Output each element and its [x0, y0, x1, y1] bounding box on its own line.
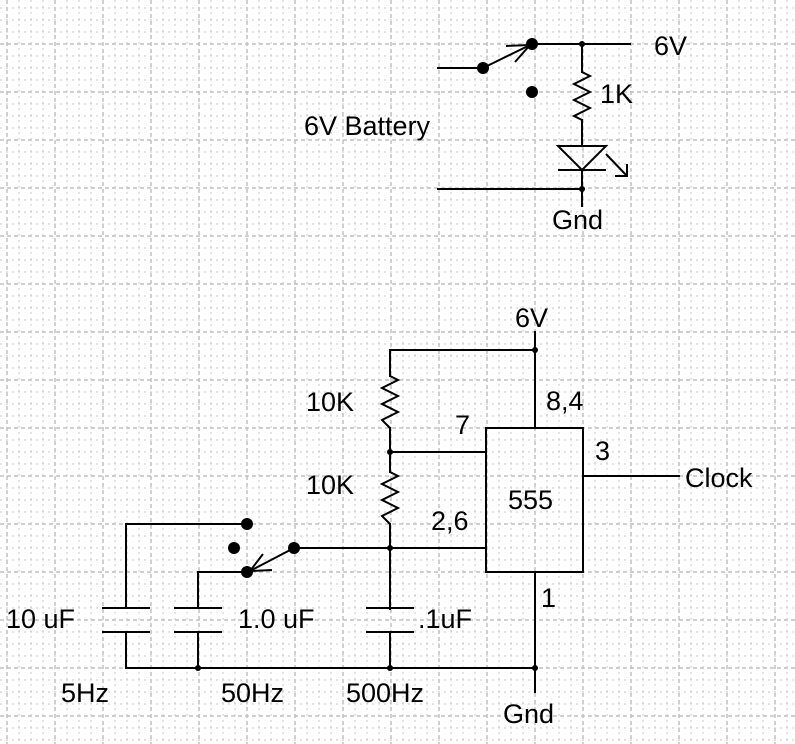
pin-8-4-label: 8,4: [546, 386, 584, 416]
resistor-upper-label: 10K: [306, 387, 354, 417]
power-indicator-circuit: 6V 1K 6V Battery Gnd: [304, 31, 687, 235]
freq-5hz-label: 5Hz: [61, 678, 109, 708]
junction-dot: [579, 186, 585, 192]
battery-label: 6V Battery: [304, 111, 431, 141]
resistor-10k-upper: [379, 375, 401, 429]
capacitor-1uf-label: 1.0 uF: [238, 604, 315, 634]
switch-blade: [482, 44, 531, 69]
resistor-lower-label: 10K: [306, 470, 354, 500]
led-light-arrow-icon: [605, 153, 628, 177]
ic-555-label: 555: [508, 485, 553, 515]
selector-contact-off[interactable]: [228, 542, 240, 554]
selector-blade: [249, 547, 295, 572]
arrow-head-icon: [615, 164, 628, 177]
freq-50hz-label: 50Hz: [221, 678, 284, 708]
wire: [197, 571, 248, 609]
freq-500hz-label: 500Hz: [346, 678, 424, 708]
ground-rail-wire: [125, 631, 536, 669]
resistor-1k-label: 1K: [600, 79, 633, 109]
resistor-1k: [571, 71, 593, 121]
clock-supply-label: 6V: [515, 303, 548, 333]
clock-ground-label: Gnd: [503, 699, 554, 729]
junction-dot: [195, 665, 201, 671]
top-ground-label: Gnd: [552, 205, 603, 235]
pin-3-label: 3: [595, 436, 610, 466]
capacitor-0-1uf-label: .1uF: [418, 604, 472, 634]
clock-circuit: 6V 10K 10K 8,4 7 2,6 555 3 Clock 1 10 uF…: [6, 303, 753, 729]
switch-contact-off: [526, 86, 538, 98]
junction-dot: [387, 665, 393, 671]
top-supply-label: 6V: [654, 31, 687, 61]
junction-dot: [532, 665, 538, 671]
pin-7-label: 7: [455, 410, 470, 440]
led-triangle: [555, 145, 609, 172]
selector-arrow-icon: [247, 553, 273, 573]
capacitor-10uf-label: 10 uF: [6, 604, 75, 634]
led: [555, 145, 628, 177]
power-switch[interactable]: [477, 38, 538, 98]
pin-2-6-label: 2,6: [431, 506, 469, 536]
clock-output-label: Clock: [685, 463, 753, 493]
junction-dot: [532, 347, 538, 353]
wire: [125, 523, 248, 609]
resistor-10k-lower: [379, 471, 401, 525]
pin-1-label: 1: [541, 583, 556, 613]
